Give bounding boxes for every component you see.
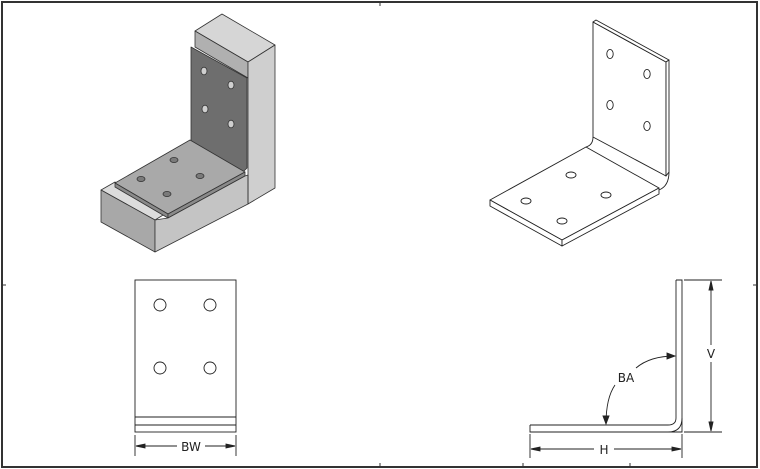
dim-label-bw: BW [181, 440, 201, 454]
side-view [529, 279, 722, 458]
dim-label-h: H [599, 443, 608, 457]
front-view [134, 279, 237, 456]
dim-label-v: V [707, 347, 716, 361]
iso-tooling-view [100, 13, 276, 253]
dim-label-ba: BA [618, 371, 635, 385]
iso-bracket-view [489, 19, 670, 247]
